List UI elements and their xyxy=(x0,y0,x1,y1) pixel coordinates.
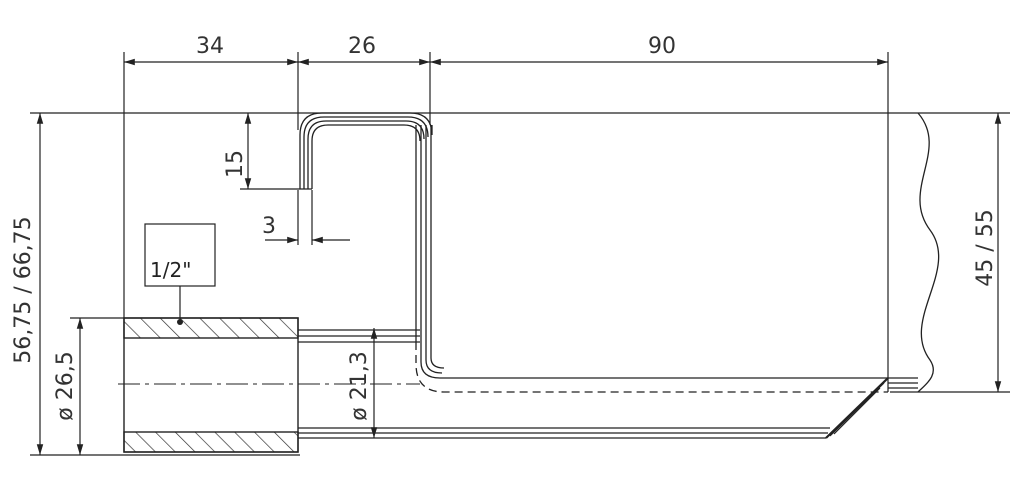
thread-size-text: 1/2" xyxy=(150,258,191,282)
dim-top-c: 90 xyxy=(648,34,676,59)
thread-label: 1/2" xyxy=(144,223,216,325)
dim-right-height: 45 / 55 xyxy=(973,209,998,286)
dimension-lines xyxy=(36,58,1002,455)
dim-wall: 3 xyxy=(262,214,276,239)
pipe-body xyxy=(298,112,940,439)
dim-overall-height: 56,75 / 66,75 xyxy=(11,216,36,363)
threaded-sleeve xyxy=(123,317,299,453)
dim-hook-height: 15 xyxy=(223,150,248,178)
dim-outer-diameter: ø 26,5 xyxy=(53,351,78,420)
dim-top-b: 26 xyxy=(348,34,376,59)
dim-inner-diameter: ø 21,3 xyxy=(347,351,372,420)
dim-top-a: 34 xyxy=(196,34,224,59)
